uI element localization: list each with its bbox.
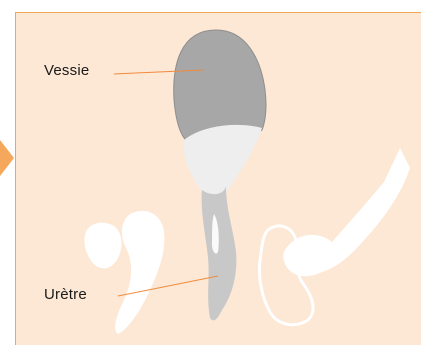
urethra-label: Urètre (44, 286, 87, 303)
left-pelvic-bone (84, 223, 121, 269)
bladder-neck (184, 125, 262, 197)
right-femur-bone (283, 148, 410, 276)
left-hip-bone (115, 211, 164, 334)
urethra-shape (202, 186, 237, 320)
bladder-label: Vessie (44, 62, 89, 79)
